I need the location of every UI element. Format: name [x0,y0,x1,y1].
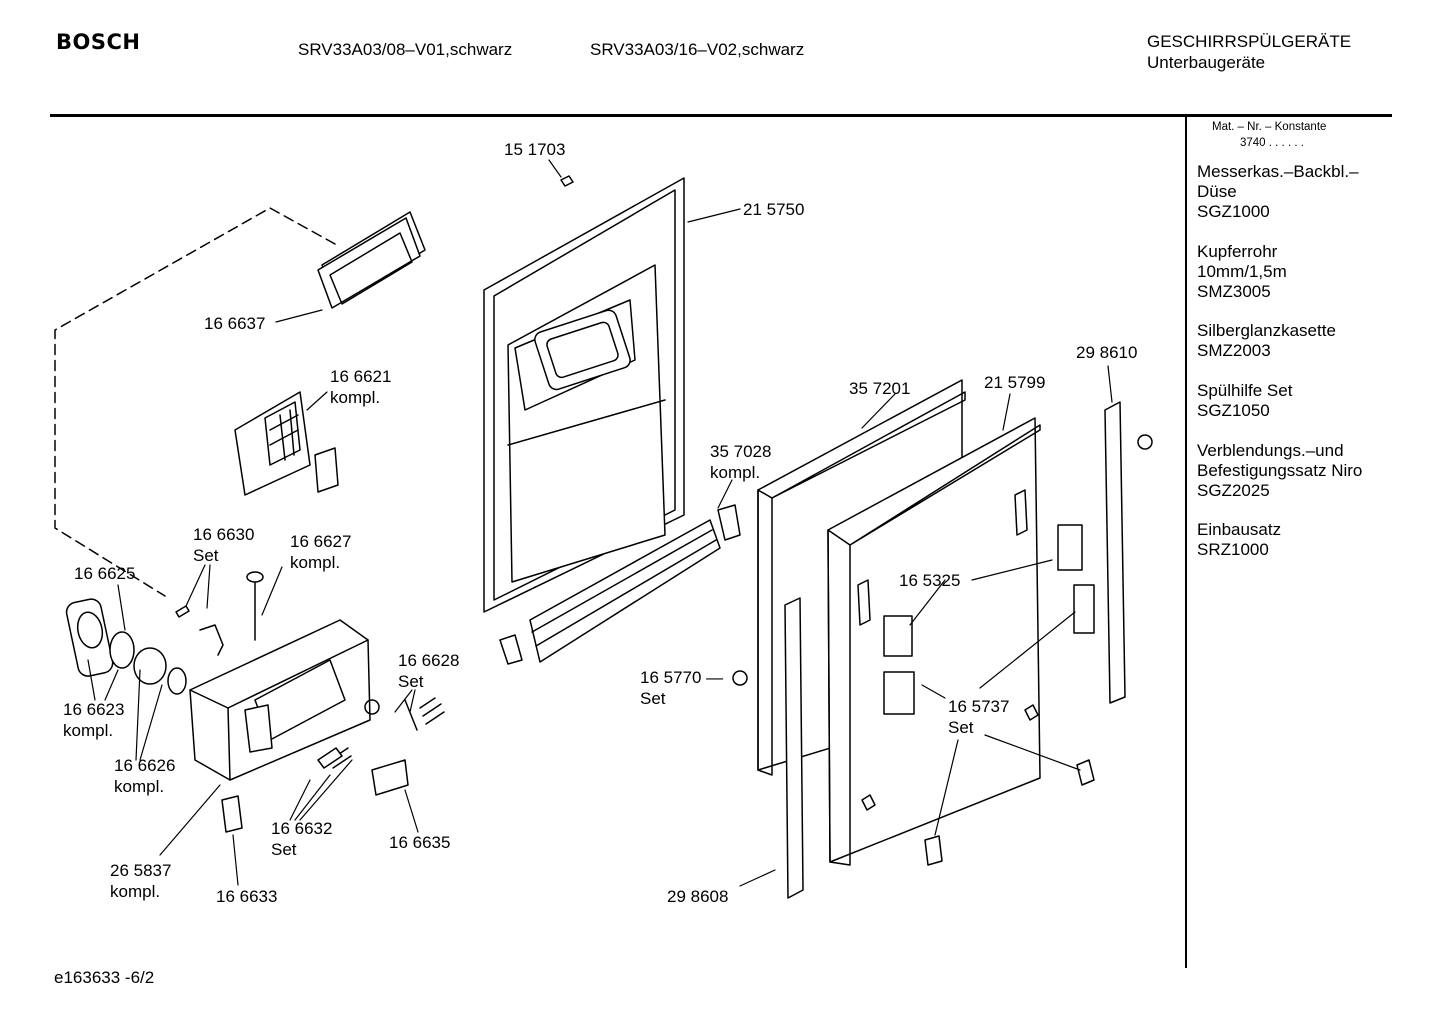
assembly-dashed-line [54,207,336,597]
seal-rings [65,598,187,695]
accessory-item: Kupferrohr 10mm/1,5m SMZ3005 [1197,242,1287,301]
part-label-298608: 29 8608 [667,887,729,906]
category-line-2: Unterbaugeräte [1147,53,1266,72]
dispenser-cover-frame [317,211,426,309]
screw-icon [560,175,574,187]
accessory-item: Silberglanzkasette SMZ2003 [1197,321,1336,360]
accessory-item: Verblendungs.–und Befestigungssatz Niro … [1197,441,1363,500]
accessory-item: Messerkas.–Backbl.– Düse SGZ1000 [1197,162,1359,221]
switch-part [221,759,409,833]
part-label-165737: 16 5737 Set [948,697,1010,737]
part-label-166633: 16 6633 [216,887,278,906]
part-label-215750: 21 5750 [743,200,805,219]
part-label-166632: 16 6632 Set [271,819,333,859]
part-label-166635: 16 6635 [389,833,451,852]
model-number-2: SRV33A03/16–V02,schwarz [590,40,805,59]
part-label-357028: 35 7028 kompl. [710,442,772,482]
inner-door-panel [483,177,685,613]
brand-logo: BOSCH [56,30,141,54]
side-rail-right [1104,401,1153,704]
category-title: GESCHIRRSPÜLGERÄTE Unterbaugeräte [1147,31,1351,73]
mat-no-value: 3740 . . . . . . [1240,137,1304,149]
spring-parts [175,571,445,769]
accessory-item: Einbausatz SRZ1000 [1197,520,1282,559]
category-line-1: GESCHIRRSPÜLGERÄTE [1147,32,1352,51]
part-label-265837: 26 5837 kompl. [110,861,172,901]
part-label-357201: 35 7201 [849,379,911,398]
part-label-215799: 21 5799 [984,373,1046,392]
header-divider [50,114,1392,117]
accessory-item: Spülhilfe Set SGZ1050 [1197,381,1293,420]
part-label-166626: 16 6626 kompl. [114,756,176,796]
part-label-166637: 16 6637 [204,314,266,333]
part-label-166625: 16 6625 [74,564,136,583]
part-label-165325: 16 5325 [899,571,961,590]
door-seal-strip [499,504,741,665]
sidebar-divider [1185,116,1187,968]
part-label-166628: 16 6628 Set [398,651,460,691]
drawing-code: e163633 -6/2 [54,968,155,987]
part-label-166621: 16 6621 kompl. [330,367,392,407]
dispenser-housing [189,619,371,781]
leader-lines [87,159,1113,887]
hinge-brackets [732,524,1095,866]
part-label-166627: 16 6627 kompl. [290,532,352,572]
side-rail-left [784,597,804,899]
part-label-151703: 15 1703 [504,140,566,159]
model-number-1: SRV33A03/08–V01,schwarz [298,40,513,59]
part-label-165770: 16 5770 — Set [640,668,724,708]
part-label-166630: 16 6630 Set [193,525,255,565]
decor-door-panel [827,417,1041,866]
part-label-298610: 29 8610 [1076,343,1138,362]
rinse-aid-assembly [234,391,339,496]
mat-no-label: Mat. – Nr. – Konstante [1212,121,1327,133]
part-label-166623: 16 6623 kompl. [63,700,125,740]
